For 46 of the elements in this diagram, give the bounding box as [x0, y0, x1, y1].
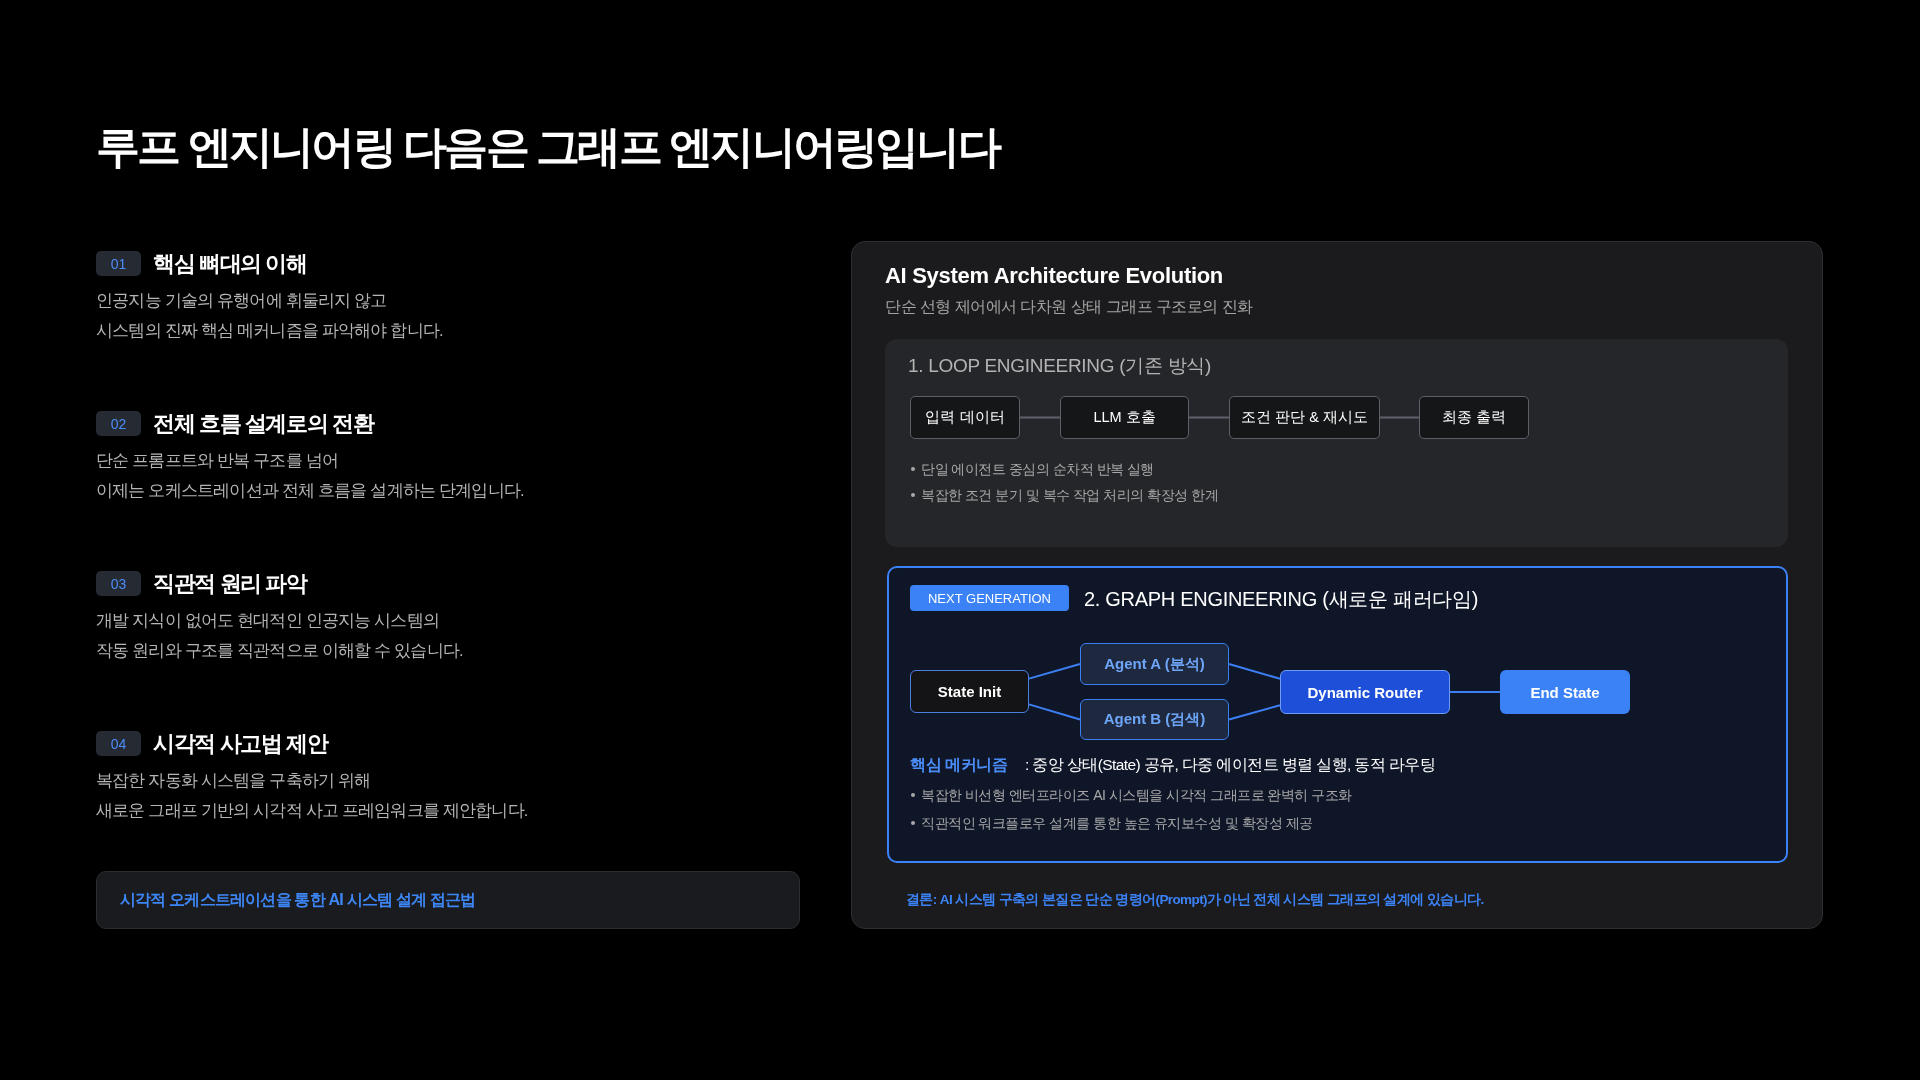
process-box: 조건 판단 & 재시도: [1229, 396, 1380, 439]
connector-line: [1228, 663, 1281, 680]
connector-line: [1028, 663, 1081, 680]
agent-box: Agent B (검색): [1080, 699, 1229, 740]
end-state-box: End State: [1500, 670, 1630, 714]
bullet-text: 복잡한 조건 분기 및 복수 작업 처리의 확장성 한계: [921, 486, 1219, 505]
item-description: 인공지능 기술의 유행어에 휘둘리지 않고 시스템의 진짜 핵심 메커니즘을 파악해야 합니다.: [96, 290, 443, 341]
item-description: 개발 지식이 없어도 현대적인 인공지능 시스템의 작동 원리와 구조를 직관적으로 이해할 수 있습니다.: [96, 610, 463, 661]
item-heading: 전체 흐름 설계로의 전환: [153, 409, 374, 438]
connector-line: [1449, 691, 1501, 693]
connector-line: [1379, 416, 1420, 419]
agent-box: Agent A (분석): [1080, 643, 1229, 685]
panel-subtitle: 단순 선형 제어에서 다차원 상태 그래프 구조로의 진화: [885, 297, 1253, 317]
item-description: 단순 프롬프트와 반복 구조를 넘어 이제는 오케스트레이션과 전체 흐름을 설계하는 단계입니다.: [96, 450, 524, 501]
tag-badge: NEXT GENERATION: [910, 585, 1069, 611]
section-panel: [885, 339, 1788, 547]
panel-heading: AI System Architecture Evolution: [885, 262, 1223, 290]
process-box: 입력 데이터: [910, 396, 1020, 439]
item-description: 복잡한 자동화 시스템을 구축하기 위해 새로운 그래프 기반의 시각적 사고 프레임워크를 제안합니다.: [96, 770, 528, 821]
connector-line: [1028, 703, 1081, 721]
section-heading: 2. GRAPH ENGINEERING (새로운 패러다임): [1084, 587, 1479, 612]
process-box: LLM 호출: [1060, 396, 1189, 439]
number-badge: 04: [96, 731, 141, 756]
panel: [851, 241, 1823, 929]
state-box: State Init: [910, 670, 1029, 713]
summary-box: 시각적 오케스트레이션을 통한 AI 시스템 설계 접근법: [96, 871, 800, 929]
key-description: : 중앙 상태(State) 공유, 다중 에이전트 병렬 실행, 동적 라우팅: [1025, 755, 1436, 775]
number-badge: 02: [96, 411, 141, 436]
bullet-text: 직관적인 워크플로우 설계를 통한 높은 유지보수성 및 확장성 제공: [921, 814, 1313, 833]
item-heading: 핵심 뼈대의 이해: [153, 249, 307, 278]
key-label: 핵심 메커니즘: [910, 755, 1008, 775]
router-box: Dynamic Router: [1280, 670, 1450, 714]
bullet-text: 복잡한 비선형 엔터프라이즈 AI 시스템을 시각적 그래프로 완벽히 구조화: [921, 786, 1352, 805]
connector-line: [1188, 416, 1230, 419]
number-badge: 01: [96, 251, 141, 276]
connector-line: [1228, 704, 1281, 721]
page-title: 루프 엔지니어링 다음은 그래프 엔지니어링입니다: [96, 121, 999, 173]
process-box: 최종 출력: [1419, 396, 1529, 439]
section-panel: [887, 566, 1788, 863]
item-heading: 시각적 사고법 제안: [153, 729, 328, 758]
number-badge: 03: [96, 571, 141, 596]
item-heading: 직관적 원리 파악: [153, 569, 307, 598]
conclusion-note: 결론: AI 시스템 구축의 본질은 단순 명령어(Prompt)가 아닌 전체 시스템 그래프의 설계에 있습니다.: [906, 891, 1484, 909]
section-heading: 1. LOOP ENGINEERING (기존 방식): [908, 354, 1211, 378]
bullet-text: 단일 에이전트 중심의 순차적 반복 실행: [921, 460, 1154, 479]
connector-line: [1019, 416, 1061, 419]
